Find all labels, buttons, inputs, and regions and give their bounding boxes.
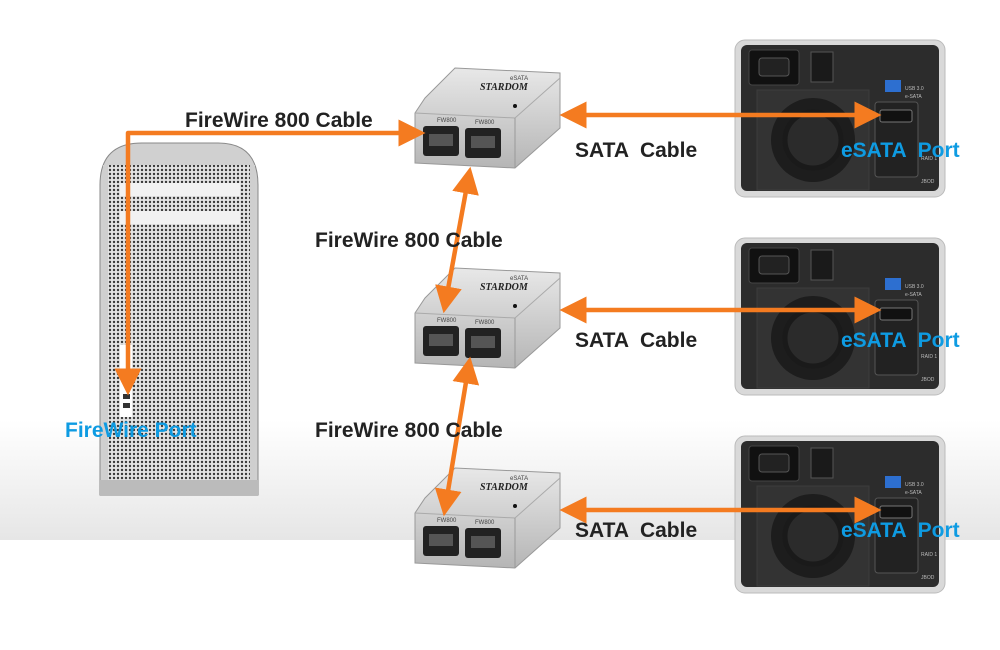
port-label: FW800 [437, 118, 457, 124]
port-label: FW800 [475, 520, 495, 526]
firewire-cable-label-3: FireWire 800 Cable [315, 419, 503, 442]
esata-port-label-1: eSATA Port [841, 139, 960, 162]
adapter-2: FW800 FW800 eSATA STARDOM [414, 267, 561, 369]
jbod-label: JBOD [921, 575, 935, 581]
sata-cable-label-2: SATA Cable [575, 329, 697, 352]
port-label: FW800 [475, 320, 495, 326]
usb-label: USB 3.0 [905, 284, 924, 290]
firewire-port-label: FireWire Port [65, 419, 197, 442]
usb-label: USB 3.0 [905, 482, 924, 488]
drive-2: USB 3.0 e-SATA RAID 1 JBOD [735, 238, 945, 395]
raid-label: RAID 1 [921, 552, 937, 558]
firewire-cable-arrow-3 [434, 356, 480, 517]
firewire-cable-arrow-2 [435, 166, 479, 314]
firewire-cable-label-1: FireWire 800 Cable [185, 109, 373, 132]
top-label: eSATA [510, 476, 528, 482]
top-label: eSATA [510, 76, 528, 82]
sata-cable-label-1: SATA Cable [575, 139, 697, 162]
top-label: eSATA [510, 276, 528, 282]
drive-1: USB 3.0 e-SATA RAID 1 JBOD [735, 40, 945, 197]
port-label: FW800 [475, 120, 495, 126]
esata-label: e-SATA [905, 94, 922, 100]
drive-3: USB 3.0 e-SATA RAID 1 JBOD [735, 436, 945, 593]
esata-label: e-SATA [905, 292, 922, 298]
esata-port-label-2: eSATA Port [841, 329, 960, 352]
raid-label: RAID 1 [921, 354, 937, 360]
jbod-label: JBOD [921, 179, 935, 185]
usb-label: USB 3.0 [905, 86, 924, 92]
port-label: FW800 [437, 318, 457, 324]
esata-port-label-3: eSATA Port [841, 519, 960, 542]
computer-tower [99, 142, 259, 496]
adapter-3: FW800 FW800 eSATA STARDOM [414, 467, 561, 569]
brand-logo: STARDOM [480, 282, 529, 293]
sata-cable-label-3: SATA Cable [575, 519, 697, 542]
esata-label: e-SATA [905, 490, 922, 496]
firewire-cable-label-2: FireWire 800 Cable [315, 229, 503, 252]
brand-logo: STARDOM [480, 82, 529, 93]
brand-logo: STARDOM [480, 482, 529, 493]
port-label: FW800 [437, 518, 457, 524]
firewire-cable-arrow-1 [114, 119, 426, 396]
jbod-label: JBOD [921, 377, 935, 383]
adapter-1: FW800 FW800 eSATA STARDOM [414, 67, 561, 169]
raid-label: RAID 1 [921, 156, 937, 162]
